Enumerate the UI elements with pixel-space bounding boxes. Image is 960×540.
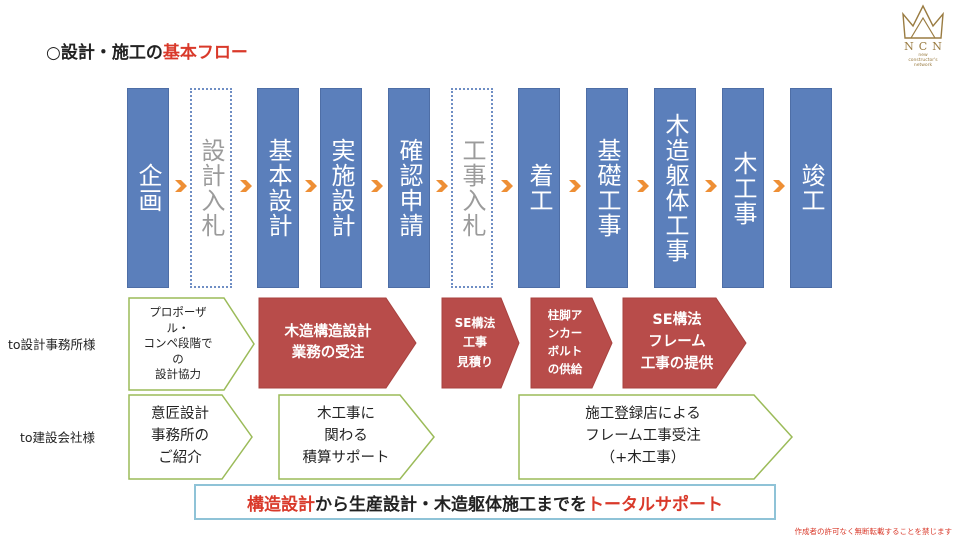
logo-tagline-1: new	[918, 53, 928, 58]
step-label: 竣工	[797, 163, 825, 213]
step-label: 基本設計	[264, 138, 292, 238]
text-line: フレーム	[648, 334, 706, 351]
chevron-right-icon	[305, 180, 317, 192]
copyright-notice: 作成者の許可なく無断転載することを禁じます	[794, 527, 953, 536]
step-design-bidding: 設計入札	[190, 88, 232, 288]
text-line: 施工登録店による	[585, 406, 701, 423]
text-line: 柱脚ア	[547, 308, 583, 323]
text-line: 業務の受注	[291, 345, 365, 361]
service-anchor-bolt-supply: 柱脚ア ンカー ボルト の供給	[530, 297, 614, 389]
row-label-design-office: to設計事務所様	[8, 337, 96, 352]
service-se-frame-work: SE構法 フレーム 工事の提供	[622, 297, 748, 389]
step-planning: 企画	[127, 88, 169, 288]
row-label-construction: to建設会社様	[20, 430, 96, 445]
service-proposal-support: プロポーザ ル・ コンペ段階で の 設計協力	[128, 297, 256, 391]
banner-text: から生産設計・木造躯体施工までを	[315, 494, 587, 515]
text-line: 工事の提供	[640, 355, 714, 372]
chevron-right-icon	[240, 180, 252, 192]
text-line: 木工事に	[317, 406, 375, 423]
step-foundation-work: 基礎工事	[586, 88, 628, 288]
text-line: 木造構造設計	[284, 323, 372, 340]
page-title: ○設計・施工の基本フロー	[46, 38, 248, 63]
text-line: フレーム工事受注	[585, 428, 701, 445]
step-groundbreaking: 着工	[518, 88, 560, 288]
text-line: 関わる	[324, 428, 368, 445]
service-se-estimate: SE構法 工事 見積り	[441, 297, 521, 389]
chevron-right-icon	[569, 180, 581, 192]
text-line: の	[172, 351, 184, 366]
chevron-right-icon	[436, 180, 448, 192]
chevron-right-icon	[175, 180, 187, 192]
chevron-right-icon	[773, 180, 785, 192]
text-line: コンペ段階で	[143, 336, 213, 351]
step-label: 企画	[134, 163, 162, 213]
chevron-right-icon	[501, 180, 513, 192]
text-line: の供給	[547, 361, 583, 376]
text-line: プロポーザ	[149, 305, 207, 320]
step-label: 木造躯体工事	[661, 113, 689, 263]
text-line: ボルト	[547, 344, 583, 358]
chevron-right-icon	[371, 180, 383, 192]
text-line: SE構法	[652, 312, 702, 329]
chevron-right-icon	[637, 180, 649, 192]
title-prefix: ○設計・施工の	[46, 43, 163, 63]
step-permit-application: 確認申請	[388, 88, 430, 288]
step-label: 木工事	[729, 150, 757, 226]
step-detailed-design: 実施設計	[320, 88, 362, 288]
text-line: 設計協力	[155, 367, 201, 382]
text-line: ル・	[166, 320, 190, 335]
banner-highlight: 構造設計	[247, 494, 315, 515]
step-label: 基礎工事	[593, 138, 621, 238]
logo-tagline-2: constructor's	[908, 58, 938, 63]
service-estimation-support: 木工事に 関わる 積算サポート	[278, 394, 436, 480]
crown-icon	[902, 4, 944, 39]
text-line: ご紹介	[158, 449, 202, 466]
step-label: 実施設計	[327, 138, 355, 238]
text-line: 意匠設計	[151, 406, 209, 423]
chevron-right-icon	[705, 180, 717, 192]
service-structural-design: 木造構造設計 業務の受注	[258, 297, 418, 389]
text-line: ンカー	[547, 326, 583, 341]
step-construction-bidding: 工事入札	[451, 88, 493, 288]
step-label: 確認申請	[395, 138, 423, 238]
service-frame-work-order: 施工登録店による フレーム工事受注 （+木工事）	[518, 394, 794, 480]
logo-tagline-3: network	[913, 63, 933, 68]
banner-highlight: トータルサポート	[587, 494, 723, 515]
ncn-logo: NCN new constructor's network	[892, 4, 954, 84]
step-completion: 竣工	[790, 88, 832, 288]
step-basic-design: 基本設計	[257, 88, 299, 288]
total-support-banner: 構造設計から生産設計・木造躯体施工までをトータルサポート	[194, 484, 776, 520]
step-label: 工事入札	[458, 138, 486, 238]
step-wooden-frame-work: 木造躯体工事	[654, 88, 696, 288]
service-design-office-introduction: 意匠設計 事務所の ご紹介	[128, 394, 254, 480]
text-line: 工事	[462, 335, 487, 350]
text-line: 事務所の	[151, 428, 209, 445]
step-label: 設計入札	[197, 138, 225, 238]
text-line: SE構法	[454, 316, 496, 331]
text-line: （+木工事）	[600, 449, 686, 466]
logo-name: NCN	[904, 40, 947, 53]
text-line: 見積り	[456, 354, 493, 369]
step-label: 着工	[525, 163, 553, 213]
title-highlight: 基本フロー	[162, 43, 248, 63]
text-line: 積算サポート	[302, 449, 390, 466]
step-carpentry-work: 木工事	[722, 88, 764, 288]
